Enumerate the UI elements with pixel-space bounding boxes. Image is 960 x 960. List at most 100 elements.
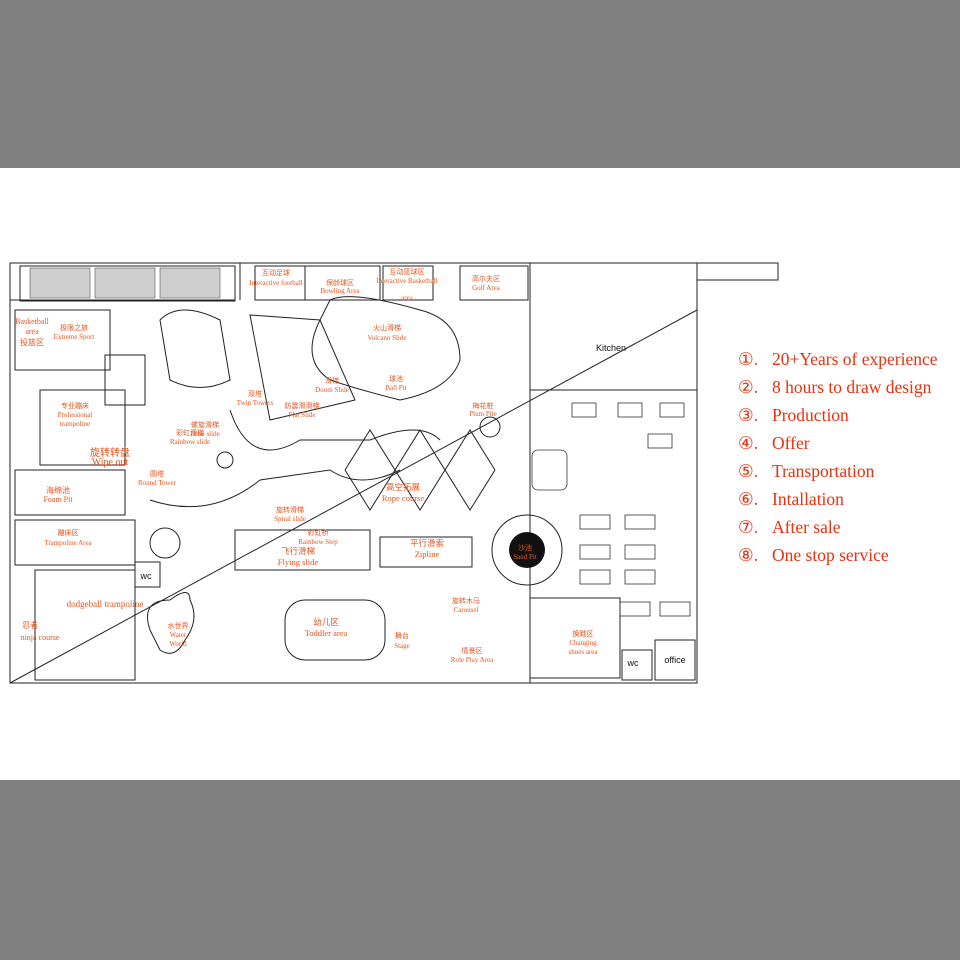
zone-10-en: dodgeball trampoline — [67, 599, 144, 609]
feature-item: ④. Offer — [738, 429, 938, 457]
zone-16-en: Flat Slide — [288, 411, 315, 419]
feature-item: ⑤. Transportation — [738, 457, 938, 485]
zone-2-en2: area — [401, 294, 414, 302]
zone-23-zh: 彩虹桥 — [308, 528, 329, 537]
top-strip-left — [19, 265, 236, 302]
outer-wall-right — [530, 262, 779, 281]
feature-text: Production — [772, 405, 849, 425]
zone-32-zh: 换鞋区 — [573, 629, 594, 638]
zone-8-zh: 海绵池 — [46, 485, 70, 495]
feature-text: 8 hours to draw design — [772, 377, 932, 397]
feature-item: ⑥. Intallation — [738, 485, 938, 513]
zone-15-zh: 双塔 — [248, 389, 262, 398]
feature-number: ⑦. — [738, 517, 759, 537]
zone-23-en: Rainbow Step — [298, 538, 338, 546]
zone-21-en: Rope course — [382, 493, 424, 503]
zone-15-en: Twin Towers — [237, 399, 274, 407]
zone-25-en: Zipline — [415, 549, 440, 559]
zone-27-en: Water — [170, 631, 187, 639]
zone-1-zh: 保龄球区 — [326, 278, 354, 287]
zone-13-zh: 螺旋滑梯 — [191, 420, 219, 429]
feature-item: ⑦. After sale — [738, 513, 938, 541]
zone-26-zh: 沙池 — [518, 543, 532, 552]
feature-number: ⑥. — [738, 489, 759, 509]
zone-14-zh: 圆塔 — [150, 469, 164, 478]
zone-5-zh: 极限之旅 — [60, 323, 88, 332]
zone-4-en: Basketball — [15, 317, 50, 326]
zone-18-zh: 火山滑梯 — [373, 323, 401, 332]
zone-31-zh: 情景区 — [462, 646, 483, 655]
zone-1-en: Bowling Area — [320, 287, 360, 295]
zone-31-en: Role Play Area — [451, 656, 494, 664]
zone-13-en: Hose slide — [190, 430, 219, 438]
zone-0-zh: 互动足球 — [262, 268, 290, 277]
zone-9-en: Trampoline Area — [44, 539, 92, 547]
zone-16-zh: 防震滑滑梯 — [285, 401, 320, 410]
outer-wall — [9, 262, 698, 684]
feature-number: ①. — [738, 349, 759, 369]
zone-17-en: Doom Slide — [315, 386, 349, 394]
feature-item: ③.Production — [738, 401, 938, 429]
zone-0-en: Interactive football — [249, 279, 303, 287]
feature-number: ⑧. — [738, 545, 759, 565]
zone-27-zh: 水世界 — [168, 621, 189, 630]
feature-number: ②. — [738, 377, 759, 397]
feature-text: Transportation — [772, 461, 875, 481]
zone-7-en: Wipe out — [92, 457, 129, 468]
zone-11-zh: 忍者 — [22, 621, 38, 630]
changing-room — [529, 597, 621, 679]
zone-30-en: Carousel — [454, 606, 479, 614]
feature-item: ②. 8 hours to draw design — [738, 373, 938, 401]
play-hall-wall — [9, 262, 531, 684]
zone-29-en: Stage — [394, 642, 410, 650]
zone-20-en: Plum Pile — [469, 410, 496, 418]
wc-left-label: wc — [140, 571, 152, 581]
zone-22-zh: 旋转滑梯 — [276, 505, 304, 514]
office-box — [654, 639, 696, 681]
zone-28-zh: 幼儿区 — [313, 617, 339, 627]
feature-number: ④. — [738, 433, 759, 453]
top-grey-band — [0, 0, 960, 168]
zone-14-en: Round Tower — [138, 479, 177, 487]
zone-32-en: Changing — [569, 639, 597, 647]
feature-text: One stop service — [772, 545, 889, 565]
wc-right-box — [621, 649, 653, 681]
zone-3-en: Golf Area — [472, 284, 501, 292]
zone-8-en: Foam Pit — [43, 495, 73, 504]
zone-29-zh: 舞台 — [395, 631, 409, 640]
zone-18-en: Volcano Slide — [368, 334, 407, 342]
zone-6-en2: trampoline — [60, 420, 90, 428]
zone-21-zh: 高空拓展 — [386, 482, 421, 492]
feature-text: After sale — [772, 517, 841, 537]
zone-4-en2: area — [25, 327, 39, 336]
zone-11-en: ninja course — [21, 633, 60, 642]
sand-pit-fill — [509, 532, 545, 568]
zone-6-en: Professional — [58, 411, 93, 419]
zone-12-en: Rainbow slide — [170, 438, 210, 446]
zone-4-zh: 投篮区 — [20, 337, 44, 347]
feature-item: ⑧. One stop service — [738, 541, 938, 569]
feature-number: ⑤. — [738, 461, 759, 481]
feature-text: 20+Years of experience — [772, 349, 938, 369]
zone-6-zh: 专业蹦床 — [61, 401, 89, 410]
wc-right-label: wc — [627, 658, 639, 668]
feature-text: Offer — [772, 433, 810, 453]
zone-19-zh: 球池 — [389, 374, 403, 383]
zone-32-en2: shoes area — [569, 648, 599, 656]
sand-pit-ring — [491, 514, 563, 586]
zone-28-en: Toddler area — [305, 628, 348, 638]
zone-22-en: Spiral slide — [274, 515, 306, 523]
zone-12-zh: 彩虹滑梯 — [176, 428, 204, 437]
zone-3-zh: 高尔夫区 — [472, 274, 500, 283]
zone-7-zh: 旋转转盘 — [90, 446, 130, 459]
feature-item: ①. 20+Years of experience — [738, 345, 938, 373]
zone-17-zh: 滑梯 — [325, 376, 339, 385]
feature-text: Intallation — [772, 489, 844, 509]
kitchen-label: Kitchen — [596, 343, 626, 353]
zone-20-zh: 梅花桩 — [473, 401, 494, 410]
zone-27-en2: World — [169, 640, 187, 648]
zone-2-zh: 互动篮球区 — [390, 267, 425, 276]
zone-30-zh: 旋转木马 — [452, 596, 480, 605]
zone-24-en: Flying slide — [278, 557, 319, 567]
